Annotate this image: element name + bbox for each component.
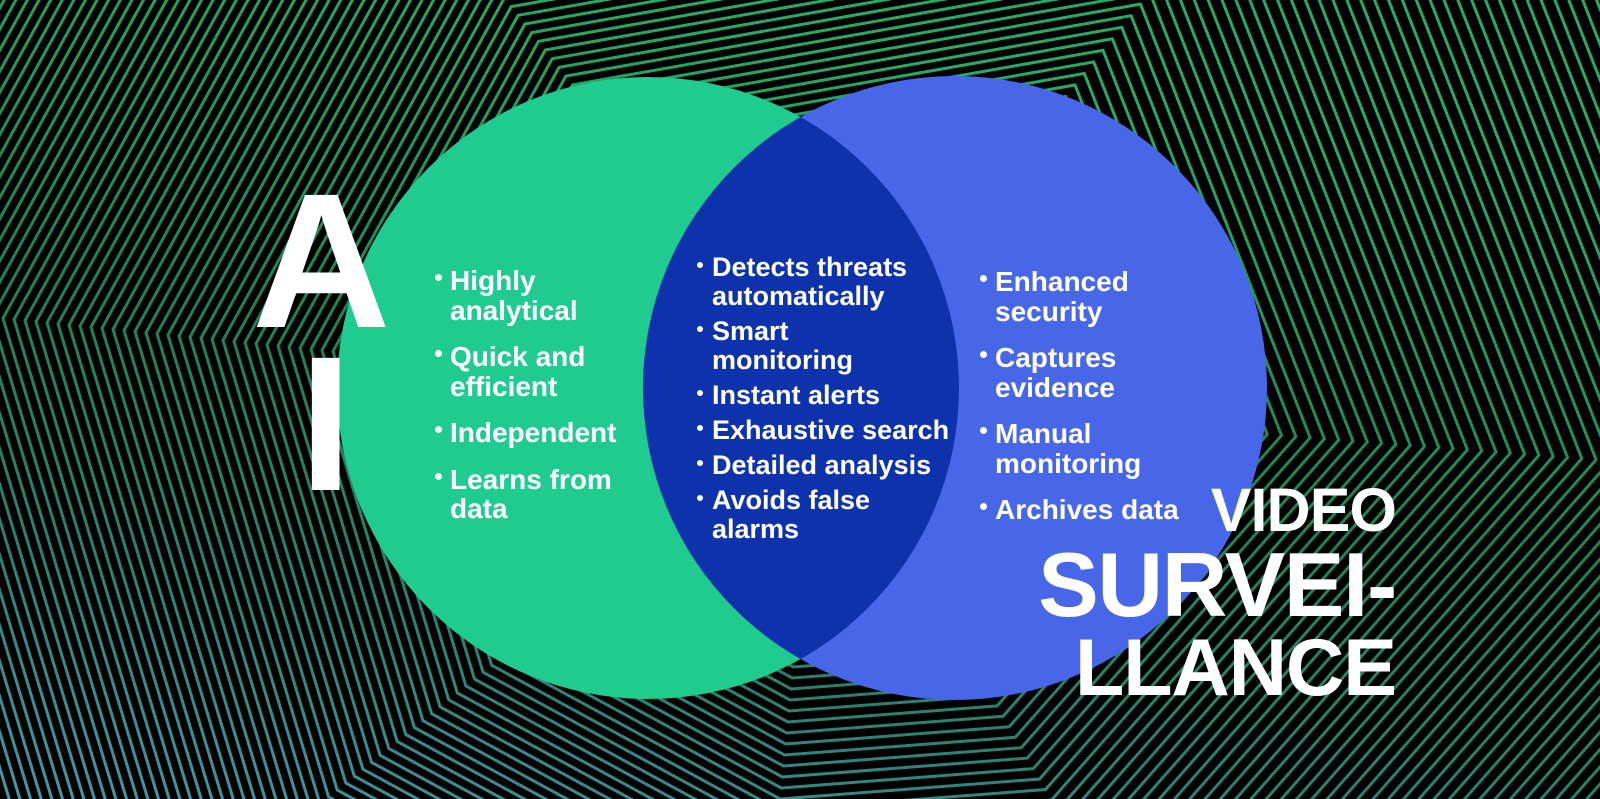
bullet-icon [697,262,703,268]
list-item: Avoids false alarms [697,486,962,544]
bullet-icon [980,275,987,282]
bullet-icon [435,472,442,480]
list-item-text: Independent [450,417,617,448]
list-item-text: Captures evidence [995,342,1117,403]
bullet-icon [435,350,442,357]
video-surveillance-label-line-3: LLANCE [1074,623,1397,713]
list-item: Detailed analysis [697,451,962,480]
list-item-text: Smart monitoring [712,316,853,375]
list-item-text: Instant alerts [712,380,881,410]
list-item: Captures evidence [980,343,1270,402]
list-item: Independent [435,418,725,448]
bullet-icon [697,390,703,396]
list-item: Quick and efficient [435,342,725,401]
bullet-icon [435,274,442,281]
video-surveillance-items-list: Enhanced security Captures evidence Manu… [980,267,1270,542]
list-item: Learns from data [435,463,725,524]
list-item-text: Highly analytical [450,265,578,326]
bullet-icon [697,495,703,501]
list-item: Archives data [980,495,1270,525]
list-item-text: Enhanced security [995,266,1129,327]
list-item-text: Manual monitoring [995,418,1142,479]
list-item-text: Archives data [995,494,1179,525]
ai-label-line-a: A [252,153,391,368]
bullet-icon [697,326,703,332]
ai-label-line-i: I [299,316,352,531]
ai-items-list: Highly analytical Quick and efficient In… [435,266,725,541]
video-surveillance-label-line-2: SURVEI- [1038,535,1397,636]
list-item: Detects threats automatically [697,253,962,311]
list-item: Exhaustive search [697,416,962,445]
video-surveillance-label-line-1: VIDEO [1210,476,1397,544]
bullet-icon [980,503,987,510]
list-item: Manual monitoring [980,419,1270,478]
list-item: Instant alerts [697,381,962,410]
bullet-icon [697,460,703,466]
list-item-text: Exhaustive search [712,415,950,445]
list-item-text: Learns from data [450,463,612,524]
bullet-icon [980,351,987,358]
list-item-text: Avoids false alarms [712,485,871,544]
overlap-items-list: Detects threats automatically Smart moni… [697,253,962,550]
list-item: Enhanced security [980,267,1270,326]
venn-overlap-region [643,77,959,699]
list-item-text: Quick and efficient [450,341,586,402]
bullet-icon [980,427,987,434]
list-item-text: Detailed analysis [712,450,932,480]
list-item: Smart monitoring [697,317,962,375]
bullet-icon [697,425,703,431]
list-item-text: Detects threats automatically [712,252,908,311]
list-item: Highly analytical [435,266,725,325]
bullet-icon [435,426,442,433]
